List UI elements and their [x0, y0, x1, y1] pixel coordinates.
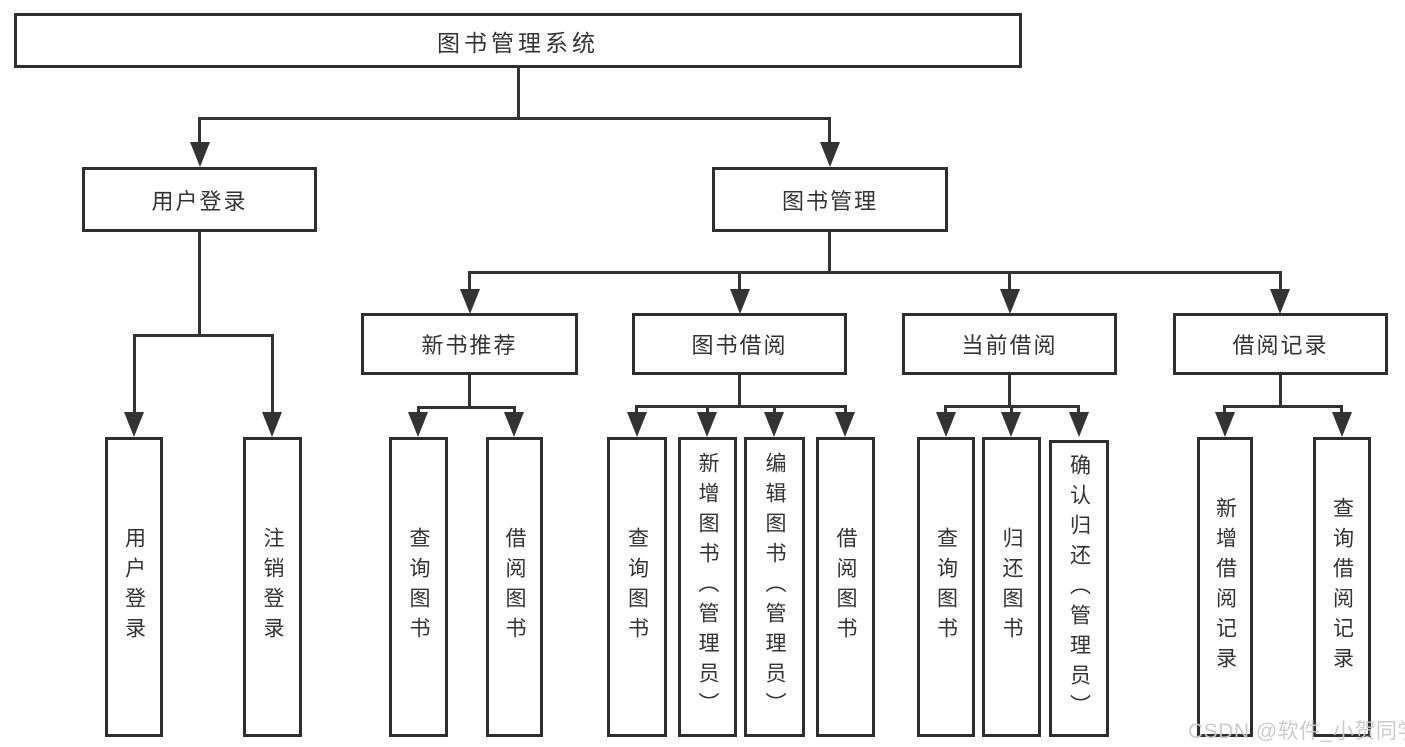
connector-line [1223, 405, 1343, 408]
connector-line [1223, 405, 1226, 415]
leaf-add-books-admin: 新增图书（管理员） [678, 437, 737, 737]
connector-line [828, 232, 831, 274]
leaf-confirm-return-admin: 确认归还（管理员） [1049, 440, 1109, 737]
node-current-borrowing: 当前借阅 [902, 313, 1117, 375]
arrowhead-down-icon [1215, 412, 1235, 437]
arrowhead-down-icon [124, 412, 144, 437]
leaf-query-books-borrowing: 查询图书 [607, 437, 667, 737]
arrowhead-down-icon [1270, 289, 1290, 314]
connector-line [738, 375, 741, 408]
leaf-logout: 注销登录 [243, 437, 302, 737]
arrowhead-down-icon [1001, 412, 1021, 437]
connector-line [635, 405, 847, 408]
arrowhead-down-icon [697, 412, 717, 437]
connector-line [513, 406, 516, 415]
node-new-book-recommend: 新书推荐 [361, 313, 578, 375]
arrowhead-down-icon [764, 412, 784, 437]
connector-line [635, 405, 638, 415]
connector-line [738, 271, 741, 295]
arrowhead-down-icon [1069, 412, 1089, 437]
connector-line [1279, 271, 1282, 295]
arrowhead-down-icon [730, 289, 750, 314]
leaf-borrow-books-borrowing: 借阅图书 [816, 437, 875, 737]
arrowhead-down-icon [936, 412, 956, 437]
node-book-borrowing: 图书借阅 [632, 313, 847, 375]
connector-line [133, 334, 136, 414]
connector-line [1008, 271, 1011, 295]
connector-line [944, 405, 947, 415]
watermark: CSDN @软件_小贺同学 [1188, 720, 1405, 743]
node-book-management: 图书管理 [712, 167, 948, 232]
leaf-query-borrow-record: 查询借阅记录 [1313, 437, 1371, 737]
leaf-borrow-books-recommend: 借阅图书 [486, 437, 543, 737]
node-library-system: 图书管理系统 [14, 13, 1022, 68]
connector-line [773, 405, 776, 415]
arrowhead-down-icon [1000, 289, 1020, 314]
connector-line [517, 68, 520, 120]
connector-line [1077, 405, 1080, 415]
arrowhead-down-icon [504, 412, 524, 437]
connector-line [417, 406, 420, 415]
arrowhead-down-icon [190, 142, 210, 167]
connector-line [468, 271, 1282, 274]
connector-line [706, 405, 709, 415]
connector-line [844, 405, 847, 415]
leaf-query-books-recommend: 查询图书 [389, 437, 448, 737]
leaf-query-books-current: 查询图书 [917, 437, 975, 737]
arrowhead-down-icon [262, 412, 282, 437]
connector-line [198, 117, 201, 145]
connector-line [198, 117, 831, 120]
node-user-login: 用户登录 [82, 167, 317, 232]
connector-line [828, 117, 831, 145]
connector-line [417, 406, 516, 409]
arrowhead-down-icon [627, 412, 647, 437]
node-borrowing-records: 借阅记录 [1173, 313, 1388, 375]
connector-line [468, 271, 471, 295]
arrowhead-down-icon [835, 412, 855, 437]
connector-line [271, 334, 274, 414]
leaf-edit-books-admin: 编辑图书（管理员） [744, 437, 805, 737]
arrowhead-down-icon [820, 142, 840, 167]
arrowhead-down-icon [460, 289, 480, 314]
leaf-user-login: 用户登录 [105, 437, 163, 737]
arrowhead-down-icon [408, 412, 428, 437]
leaf-return-books: 归还图书 [982, 437, 1041, 737]
arrowhead-down-icon [1332, 412, 1352, 437]
connector-line [468, 375, 471, 409]
connector-line [1340, 405, 1343, 415]
connector-line [1279, 375, 1282, 408]
connector-line [1008, 375, 1011, 408]
connector-line [198, 232, 201, 337]
connector-line [133, 334, 274, 337]
connector-line [1010, 405, 1013, 415]
leaf-add-borrow-record: 新增借阅记录 [1197, 437, 1253, 737]
